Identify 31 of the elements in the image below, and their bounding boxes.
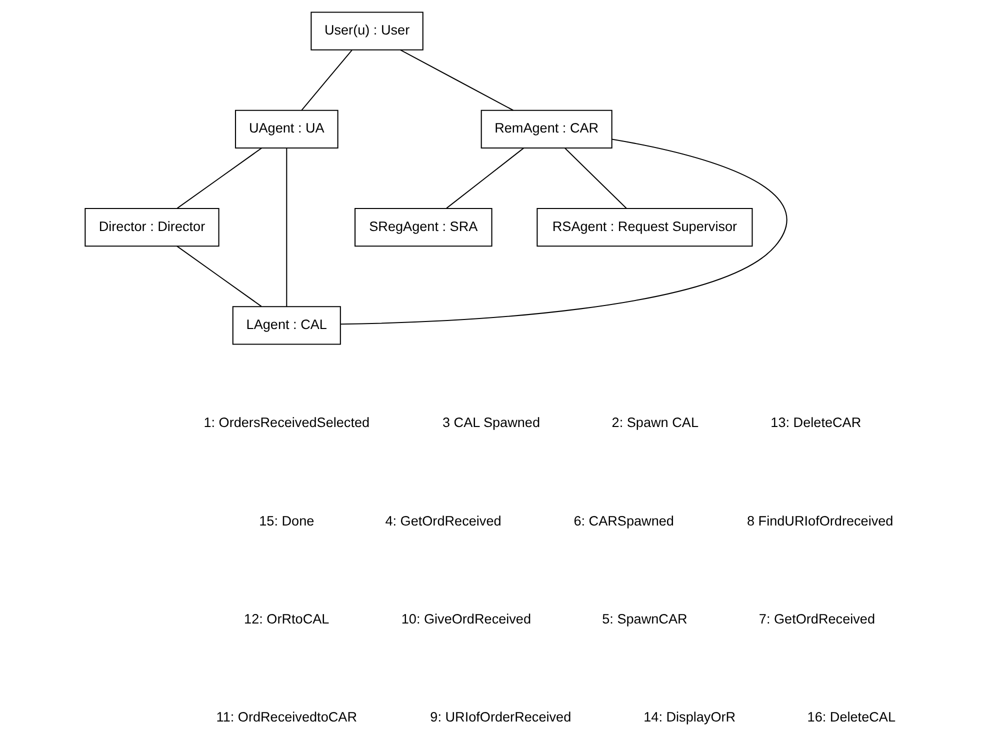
- connector: [340, 138, 788, 325]
- label: 2: Spawn CAL: [612, 415, 699, 430]
- connector: [286, 148, 288, 307]
- label: 1: OrdersReceivedSelected: [204, 415, 370, 430]
- label: 6: CARSpawned: [574, 513, 674, 528]
- label: 9: URIofOrderReceived: [430, 709, 572, 724]
- connector: [176, 246, 262, 307]
- node-box: UAgent : UA: [234, 110, 338, 148]
- label: 12: OrRtoCAL: [244, 611, 330, 626]
- label: 11: OrdReceivedtoCAR: [216, 709, 358, 724]
- label: 14: DisplayOrR: [644, 709, 736, 724]
- label: 7: GetOrdReceived: [758, 611, 876, 626]
- node-box: RemAgent : CAR: [480, 110, 612, 148]
- label: 16: DeleteCAL: [807, 709, 896, 724]
- label: 8 FindURIofOrdreceived: [746, 513, 894, 528]
- node-box: Director : Director: [84, 208, 220, 247]
- label: 13: DeleteCAR: [770, 415, 862, 430]
- label: 15: Done: [259, 513, 314, 528]
- label: 4: GetOrdReceived: [385, 513, 502, 528]
- label: 3 CAL Spawned: [442, 415, 540, 430]
- node-box: LAgent : CAL: [232, 306, 341, 345]
- connector: [177, 148, 262, 209]
- node-box: SRegAgent : SRA: [354, 208, 492, 247]
- node-box: RSAgent : Request Supervisor: [536, 208, 753, 247]
- connector: [564, 148, 627, 209]
- label: 10: GiveOrdReceived: [401, 611, 532, 626]
- connector: [400, 49, 514, 111]
- label: 5: SpawnCAR: [602, 611, 688, 626]
- connector: [446, 148, 524, 209]
- connector: [301, 50, 352, 110]
- node-box: User(u) : User: [310, 12, 424, 50]
